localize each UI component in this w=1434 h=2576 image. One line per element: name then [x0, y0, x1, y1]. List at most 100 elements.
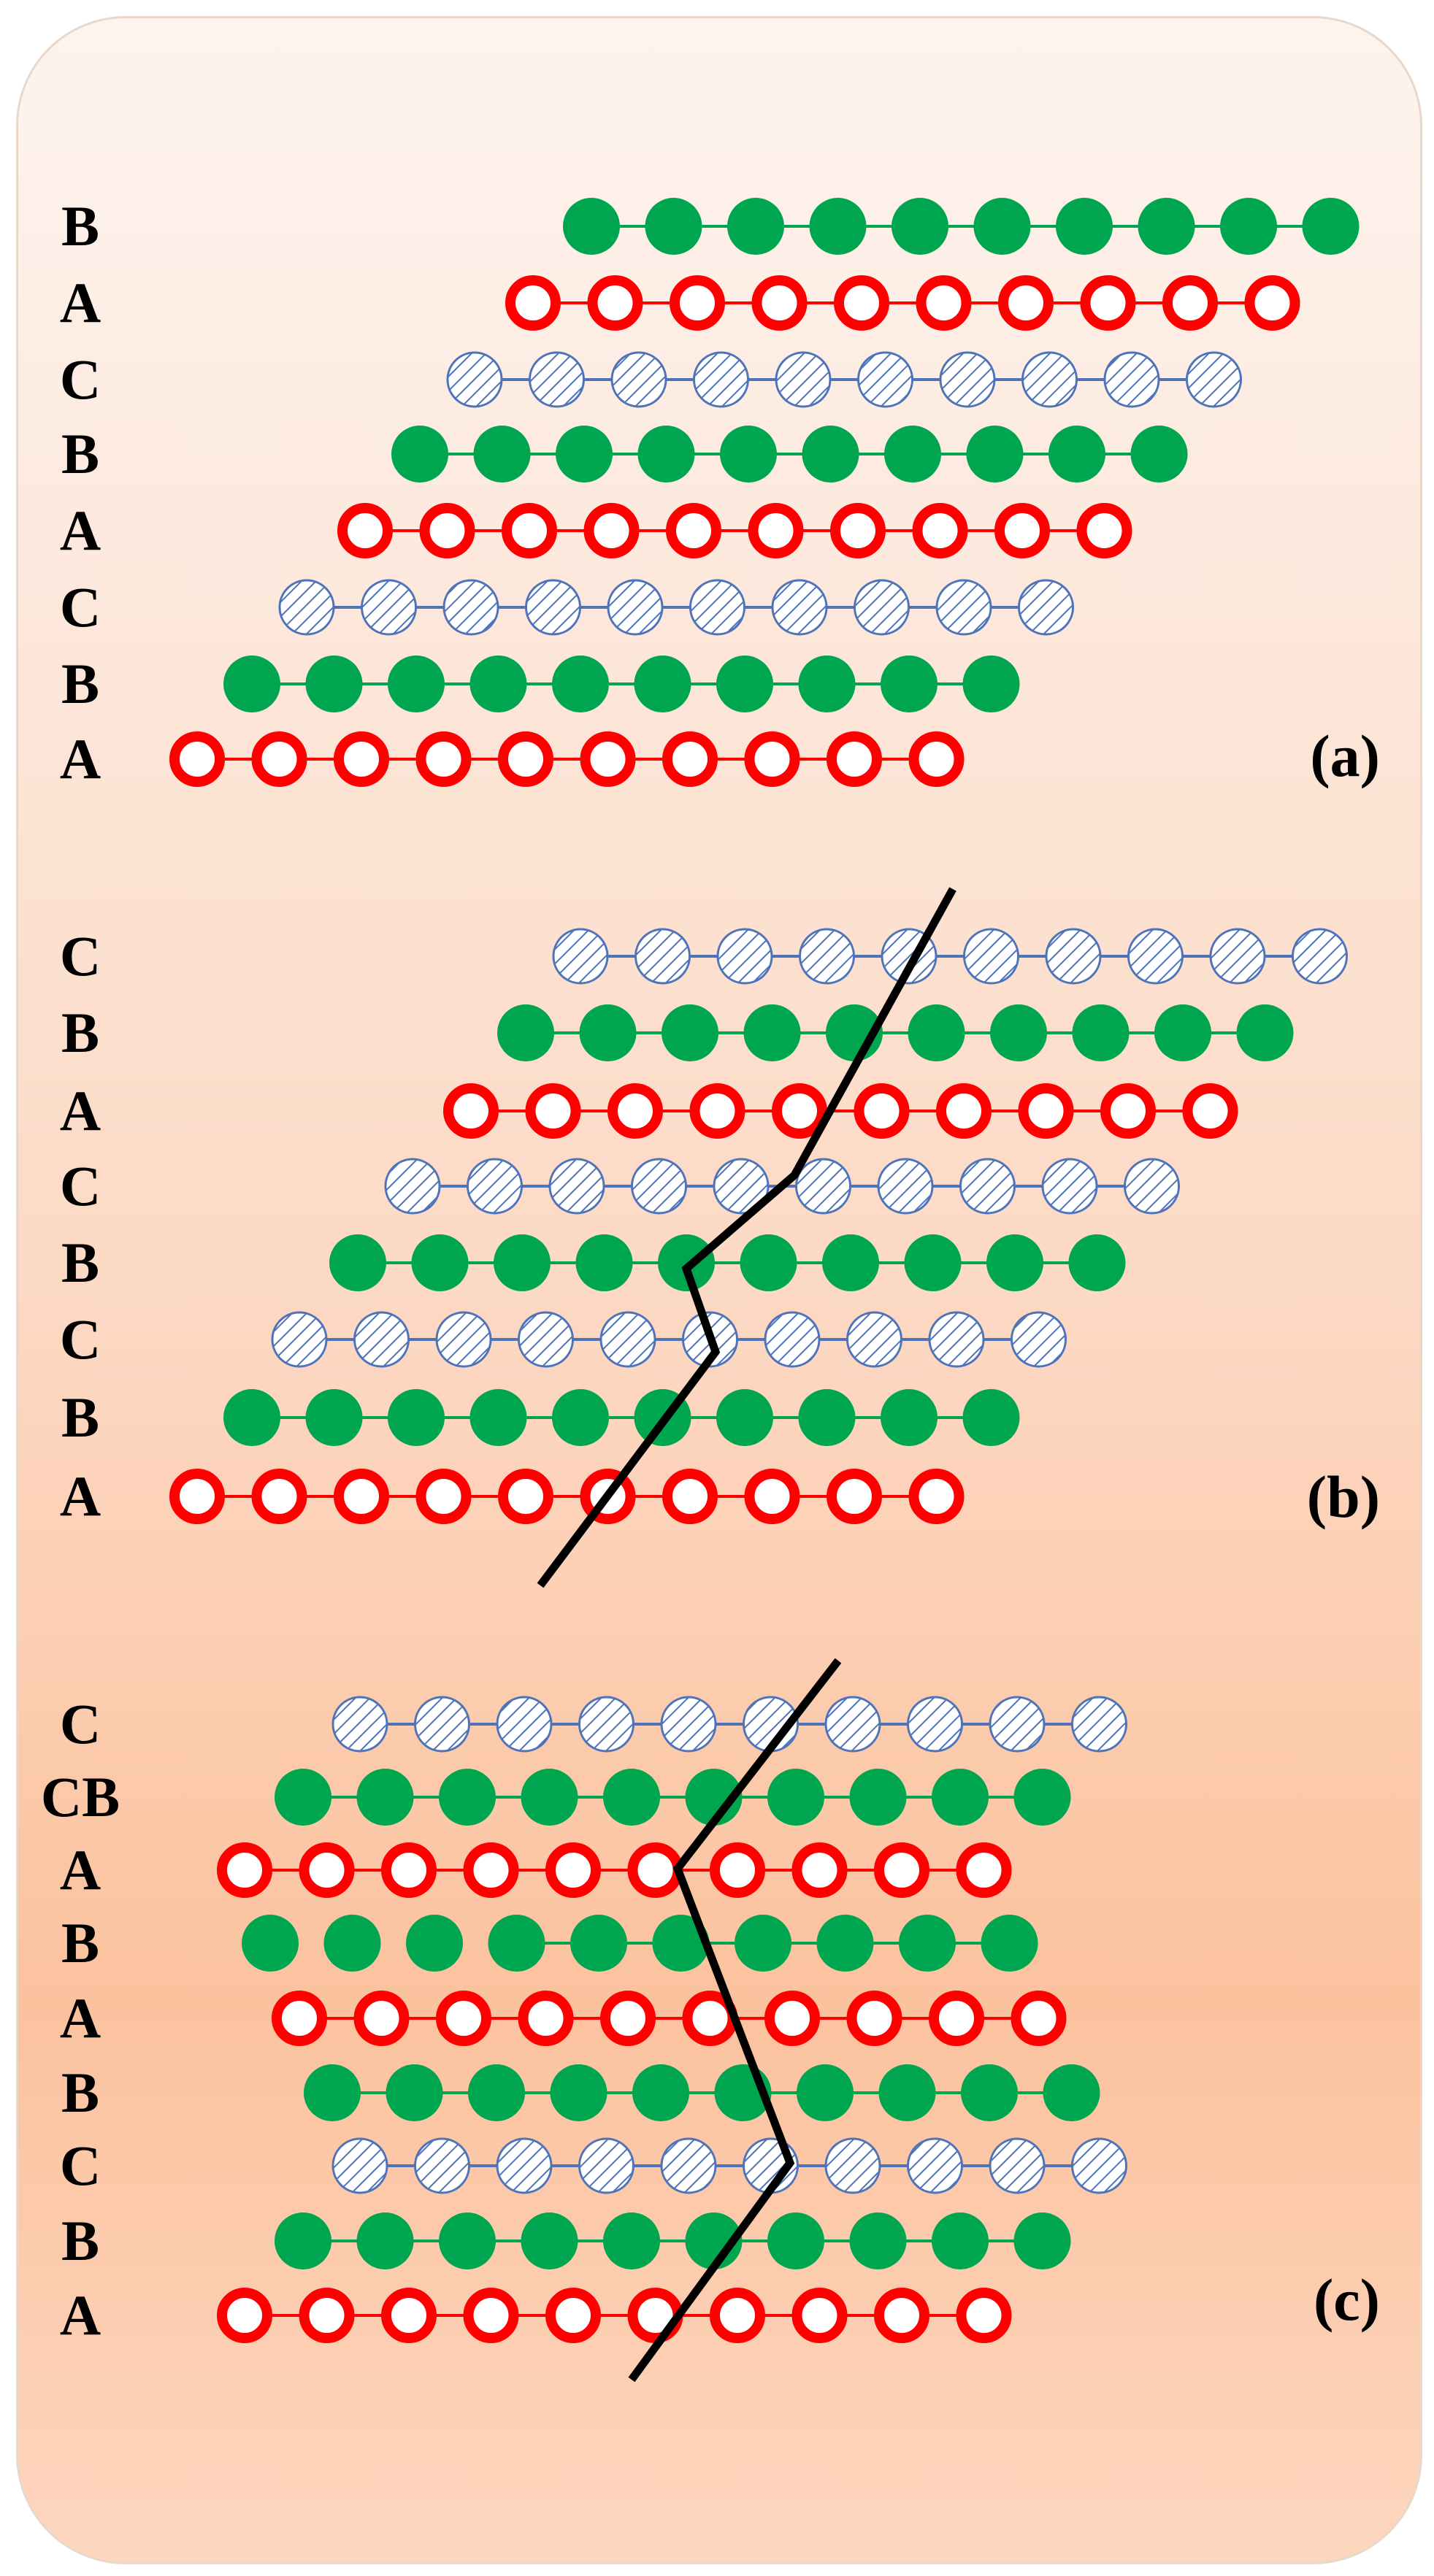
atom-B [1220, 198, 1277, 255]
atom-B [881, 1389, 938, 1446]
atom-B [552, 1389, 609, 1446]
atom-A [772, 1083, 827, 1139]
atom-C [414, 1696, 470, 1753]
atom-B [716, 1389, 773, 1446]
layer-row-B [563, 198, 1360, 255]
atom-A [463, 2288, 519, 2343]
atom-A [764, 1991, 820, 2046]
row-label: A [60, 2283, 101, 2347]
atom-B [575, 1234, 633, 1291]
panel-label: (a) [1310, 723, 1380, 789]
layer-row-C [271, 1311, 1067, 1368]
atom-B [570, 1915, 627, 1972]
atom-B [386, 2064, 443, 2121]
row-label: A [60, 727, 101, 791]
atom-B [304, 2064, 361, 2121]
atom-C [1045, 928, 1102, 985]
atom-B [878, 2064, 936, 2121]
atom-A [415, 731, 472, 787]
atom-B [275, 2212, 331, 2269]
atom-B [439, 2212, 496, 2269]
stacking-fault-line [537, 887, 956, 1588]
layer-row-A [217, 2288, 1012, 2343]
layer-row-B [223, 1389, 1020, 1446]
atom-C [384, 1158, 441, 1215]
row-label: B [61, 652, 99, 715]
atom-A [791, 2288, 848, 2343]
atom-A [1011, 1991, 1067, 2046]
row-label: B [61, 1385, 99, 1449]
layer-row-C [446, 351, 1242, 408]
atom-A [353, 1991, 410, 2046]
atom-C [907, 2137, 963, 2194]
atom-C [1292, 928, 1348, 985]
atom-C [518, 1311, 574, 1368]
atom-A [846, 1991, 902, 2046]
atom-C [928, 1311, 985, 1368]
atom-B [899, 1915, 956, 1972]
atom-C [599, 1311, 656, 1368]
atom-B [1138, 198, 1195, 255]
atom-B [494, 1234, 551, 1291]
atom-B [1154, 1004, 1211, 1061]
atom-A [1100, 1083, 1156, 1139]
atom-C [1018, 579, 1074, 636]
atom-C [631, 1158, 687, 1215]
atom-B [556, 426, 613, 482]
atom-A [334, 1469, 389, 1524]
atom-B [645, 198, 702, 255]
atom-B [720, 426, 777, 482]
atom-A [827, 731, 882, 787]
row-label: B [61, 2209, 99, 2272]
atom-C [578, 2137, 634, 2194]
layer-row-A [443, 1083, 1238, 1139]
atom-A [217, 2288, 272, 2343]
atom-A [834, 275, 889, 331]
layer-row-B [497, 1004, 1294, 1061]
atom-B [798, 655, 856, 712]
atom-B [716, 655, 773, 712]
atom-C [1186, 351, 1242, 408]
atom-A [874, 1842, 929, 1898]
atom-A [498, 731, 553, 787]
atom-C [935, 579, 992, 636]
atom-B [1013, 2212, 1071, 2269]
atom-B [849, 2212, 907, 2269]
atom-B [966, 426, 1024, 482]
atom-C [713, 1158, 770, 1215]
row-label: B [61, 2061, 99, 2124]
atom-B [973, 198, 1031, 255]
atom-C [846, 1311, 902, 1368]
atom-A [463, 1842, 519, 1898]
atom-A [518, 1991, 574, 2046]
atom-A [666, 503, 721, 558]
row-label: C [60, 1154, 101, 1218]
row-label: B [61, 1911, 99, 1975]
atom-C [1127, 928, 1184, 985]
layer-row-A [337, 503, 1132, 558]
atom-C [271, 1311, 328, 1368]
row-label: A [60, 1464, 101, 1528]
atom-C [1209, 928, 1266, 985]
atom-A [670, 275, 725, 331]
atom-A [956, 1842, 1012, 1898]
atom-B [242, 1915, 299, 1972]
layer-row-A [505, 275, 1300, 331]
row-label: C [60, 575, 101, 639]
atom-A [545, 2288, 601, 2343]
atom-A [1182, 1083, 1238, 1139]
atom-B [735, 1915, 791, 1972]
atom-B [652, 1915, 710, 1972]
atom-B [1013, 1769, 1071, 1826]
atom-B [579, 1004, 637, 1061]
atom-A [337, 503, 393, 558]
atom-B [552, 655, 609, 712]
atom-B [662, 1004, 718, 1061]
atom-C [607, 579, 664, 636]
atom-B [305, 655, 363, 712]
atom-B [908, 1004, 965, 1061]
atom-C [775, 351, 832, 408]
